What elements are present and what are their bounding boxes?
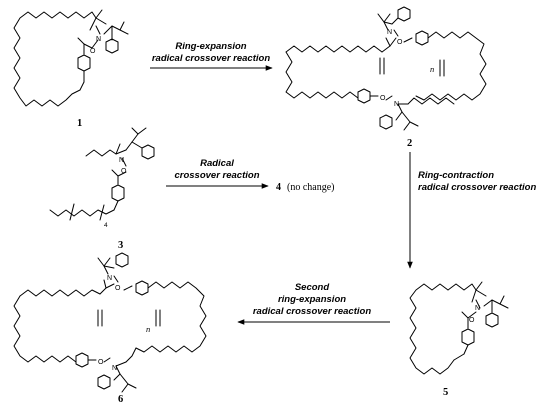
compound-6-label: 6 — [118, 394, 123, 405]
atom-N-3: N — [119, 157, 124, 164]
atom-N-6a: N — [107, 275, 112, 282]
atom-N-2b: N — [394, 101, 399, 108]
atom-N-6b: N — [112, 365, 117, 372]
atom-O-5: O — [469, 317, 475, 324]
repeat-n-2: n — [430, 64, 434, 74]
atom-N-2a: N — [387, 29, 392, 36]
compound-2-structure — [285, 6, 487, 131]
atom-O-2b: O — [380, 95, 386, 102]
ring-contraction-label-1: Ring-contraction — [418, 170, 494, 181]
compound-2-label: 2 — [407, 138, 412, 149]
compound-1-label: 1 — [77, 118, 82, 129]
second-ring-expansion-label-3: radical crossover reaction — [253, 306, 371, 317]
compound-5-structure — [409, 281, 509, 375]
repeat-subscript-3: 4 — [104, 222, 108, 229]
ring-expansion-label-1: Ring-expansion — [175, 41, 246, 52]
atom-O-1: O — [90, 48, 96, 55]
atom-O-2a: O — [397, 39, 403, 46]
product-4-label: 4 — [276, 182, 281, 193]
compound-1-structure — [13, 9, 129, 107]
ring-contraction-label-2: radical crossover reaction — [418, 182, 536, 193]
compound-3-label: 3 — [118, 240, 123, 251]
product-4-note: (no change) — [287, 182, 334, 193]
compound-6-structure — [13, 252, 207, 393]
atom-O-3: O — [121, 168, 127, 175]
compound-5-label: 5 — [443, 387, 448, 398]
compound-3-structure — [49, 127, 155, 221]
second-ring-expansion-label-2: ring-expansion — [278, 294, 346, 305]
radical-crossover-label-1: Radical — [200, 158, 234, 169]
second-ring-expansion-label-1: Second — [295, 282, 330, 293]
ring-expansion-label-2: radical crossover reaction — [152, 53, 270, 64]
radical-crossover-label-2: crossover reaction — [174, 170, 259, 181]
atom-O-6b: O — [98, 359, 104, 366]
atom-O-6a: O — [115, 285, 121, 292]
repeat-n-6: n — [146, 324, 150, 334]
atom-N-5: N — [475, 305, 480, 312]
atom-N-1: N — [96, 36, 101, 43]
